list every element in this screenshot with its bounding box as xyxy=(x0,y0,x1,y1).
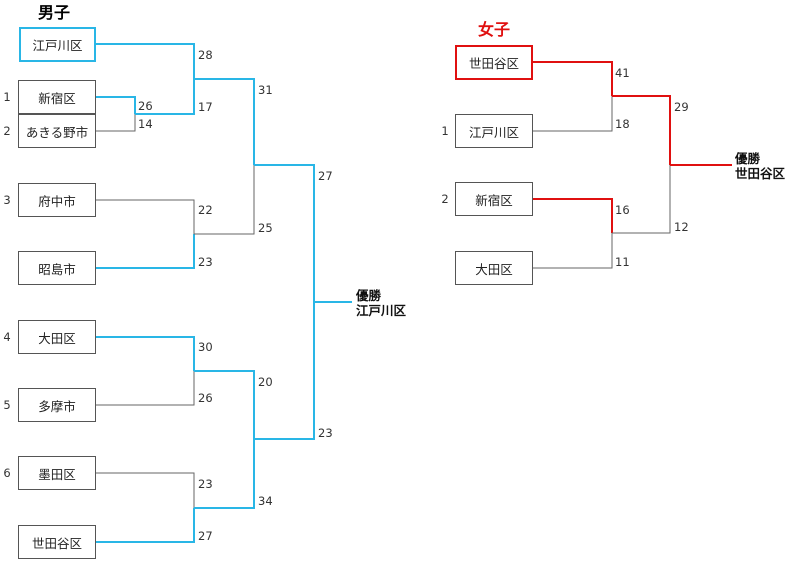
team-box-boys: 昭島市 xyxy=(18,251,96,285)
team-box-girls: 新宿区 xyxy=(455,182,533,216)
seed-number: 4 xyxy=(3,330,11,344)
bracket-line xyxy=(96,114,136,132)
team-box-boys: あきる野市 xyxy=(18,114,96,148)
bracket-line xyxy=(533,233,613,269)
score-label: 23 xyxy=(198,255,213,269)
score-label: 34 xyxy=(258,494,273,508)
bracket-line xyxy=(96,96,136,114)
bracket-line xyxy=(96,199,195,234)
team-box-girls: 世田谷区 xyxy=(455,45,533,80)
score-label: 20 xyxy=(258,375,273,389)
score-label: 26 xyxy=(198,391,213,405)
seed-number: 3 xyxy=(3,193,11,207)
score-label: 12 xyxy=(674,220,689,234)
score-label: 16 xyxy=(615,203,630,217)
champion-boys: 優勝江戸川区 xyxy=(356,288,406,318)
score-label: 28 xyxy=(198,48,213,62)
bracket-line xyxy=(135,79,195,115)
score-label: 41 xyxy=(615,66,630,80)
champion-girls: 優勝世田谷区 xyxy=(735,151,785,181)
team-box-girls: 江戸川区 xyxy=(455,114,533,148)
bracket-line xyxy=(612,165,671,234)
bracket-line xyxy=(254,164,315,302)
score-label: 18 xyxy=(615,117,630,131)
bracket-line xyxy=(612,95,671,165)
bracket-line xyxy=(194,439,255,509)
bracket-line xyxy=(96,371,195,406)
bracket-line xyxy=(254,302,315,440)
bracket-line xyxy=(96,43,195,79)
score-label: 31 xyxy=(258,83,273,97)
seed-number: 2 xyxy=(3,124,11,138)
bracket-line xyxy=(194,370,255,439)
score-label: 17 xyxy=(198,100,213,114)
team-box-boys: 江戸川区 xyxy=(19,27,96,62)
score-label: 25 xyxy=(258,221,273,235)
team-box-boys: 墨田区 xyxy=(18,456,96,490)
score-label: 11 xyxy=(615,255,630,269)
champion-label: 優勝 xyxy=(356,288,382,303)
score-label: 29 xyxy=(674,100,689,114)
champion-name: 世田谷区 xyxy=(735,166,786,181)
score-label: 22 xyxy=(198,203,213,217)
bracket-line xyxy=(96,472,195,508)
seed-number: 1 xyxy=(3,90,11,104)
score-label: 23 xyxy=(198,477,213,491)
team-box-boys: 多摩市 xyxy=(18,388,96,422)
score-label: 23 xyxy=(318,426,333,440)
score-label: 30 xyxy=(198,340,213,354)
team-box-boys: 世田谷区 xyxy=(18,525,96,559)
champion-name: 江戸川区 xyxy=(356,303,407,318)
bracket-line xyxy=(96,234,195,269)
team-box-girls: 大田区 xyxy=(455,251,533,285)
bracket-line xyxy=(533,96,613,132)
boys-title: 男子 xyxy=(38,3,71,22)
score-label: 27 xyxy=(198,529,213,543)
bracket-line xyxy=(533,61,613,96)
seed-number: 5 xyxy=(3,398,11,412)
seed-number: 1 xyxy=(441,124,449,138)
team-box-boys: 新宿区 xyxy=(18,80,96,114)
team-box-boys: 大田区 xyxy=(18,320,96,354)
seed-number: 6 xyxy=(3,466,11,480)
champion-label: 優勝 xyxy=(735,151,761,166)
bracket-line xyxy=(533,198,613,233)
girls-title: 女子 xyxy=(478,20,511,39)
score-label: 26 xyxy=(138,99,153,113)
bracket-line xyxy=(194,165,255,235)
seed-number: 2 xyxy=(441,192,449,206)
score-label: 27 xyxy=(318,169,333,183)
team-box-boys: 府中市 xyxy=(18,183,96,217)
score-label: 14 xyxy=(138,117,153,131)
bracket-line xyxy=(96,336,195,371)
bracket-line xyxy=(194,78,255,165)
bracket-line xyxy=(96,508,195,543)
